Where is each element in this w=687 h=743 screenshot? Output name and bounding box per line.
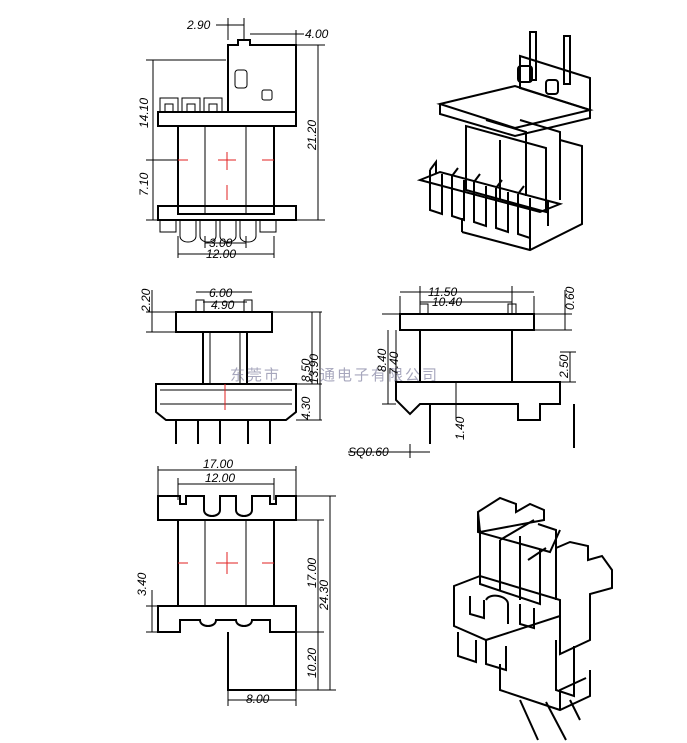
dim-12-00-label: 12.00 <box>206 247 236 261</box>
isometric-view-top <box>416 31 594 252</box>
dim-7-10-label: 7.10 <box>137 172 151 196</box>
dim-10-20-label: 10.20 <box>305 648 319 678</box>
dim-11-50-label: 11.50 <box>428 285 457 299</box>
dim-4-00-label: 4.00 <box>305 27 329 41</box>
isometric-view-bottom <box>453 496 613 741</box>
dim-13-90-label: 13.90 <box>307 354 321 384</box>
dim-2-90-label: 2.90 <box>186 18 211 32</box>
dim-4-30-label: 4.30 <box>299 396 313 420</box>
dim-12-00-label-bottom: 12.00 <box>205 471 235 485</box>
dim-17-00-top-label: 17.00 <box>203 457 233 471</box>
side-view: 11.50 10.40 0.60 8.40 7.40 2.50 1.40 SQ0… <box>348 285 577 459</box>
dim-8-50-label: 8.50 <box>299 358 313 382</box>
dim-2-20-label: 2.20 <box>139 288 153 313</box>
dim-7-40-label: 7.40 <box>387 351 401 375</box>
dim-24-30-label: 24.30 <box>317 580 331 611</box>
dim-3-40-label: 3.40 <box>135 572 149 596</box>
top-view: 2.90 4.00 14.10 7.10 21.20 3.00 12.00 <box>137 18 329 261</box>
watermark-text-tail: 通电子有限公司 <box>320 366 439 384</box>
bottom-view: 17.00 12.00 3.40 17.00 24.30 10.20 8.00 <box>135 457 336 706</box>
dim-4-90-label: 4.90 <box>211 298 235 312</box>
dim-10-40-label: 10.40 <box>432 295 462 309</box>
dim-2-50-label: 2.50 <box>557 354 571 379</box>
dim-8-00-label: 8.00 <box>246 692 270 706</box>
front-view: 2.20 6.00 4.90 8.50 13.90 4.30 <box>139 286 322 444</box>
dim-6-00-label: 6.00 <box>209 286 233 300</box>
dim-17-00-side-label: 17.00 <box>305 558 319 588</box>
dim-3-00-label: 3.00 <box>209 236 233 250</box>
dim-14-10-label: 14.10 <box>137 98 151 128</box>
dim-sq-0-60-label: SQ0.60 <box>348 445 389 459</box>
dim-8-40-label: 8.40 <box>375 348 389 372</box>
watermark-text: 东莞市 <box>230 366 281 384</box>
dim-21-20-label: 21.20 <box>305 120 319 151</box>
dim-1-40-label: 1.40 <box>453 416 467 440</box>
dim-0-60-label: 0.60 <box>563 286 577 310</box>
